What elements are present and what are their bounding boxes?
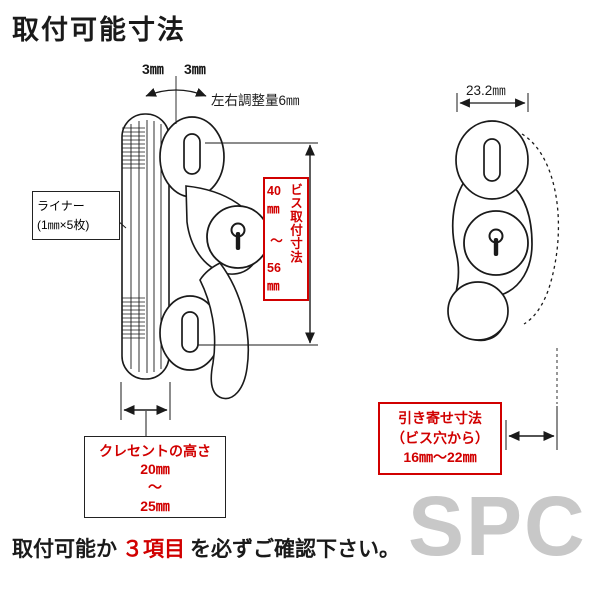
bottom-screw-slot [181, 311, 199, 353]
crescent-height-title: クレセントの高さ [99, 443, 211, 459]
pull-ticks [505, 406, 558, 450]
confirmation-note-prefix: 取付可能か [12, 538, 117, 561]
screw-pitch-values: 40㎜ 〜 56㎜ [265, 179, 286, 299]
crescent-height-max: 25㎜ [140, 497, 170, 514]
liner-strip [121, 113, 170, 380]
top-screw-slot [183, 133, 201, 175]
crescent-height-tilde: 〜 [148, 479, 162, 496]
top-screw-slot-front [483, 138, 501, 182]
pull-dimension-line2: （ビス穴から） [391, 429, 489, 446]
height-extension-lines [120, 382, 171, 420]
pull-dimension-box: 引き寄せ寸法 （ビス穴から） 16㎜〜22㎜ [378, 402, 502, 475]
swing-range-dashed-arc [521, 133, 560, 325]
screw-pitch-box: 40㎜ 〜 56㎜ ビス取付寸法 [263, 177, 309, 301]
knurl-top [122, 127, 145, 169]
knurl-bottom [122, 297, 145, 339]
screw-pitch-max: 56㎜ [267, 261, 281, 293]
liner-label-line1: ライナー [37, 199, 85, 213]
screw-pitch-tilde: 〜 [270, 233, 283, 248]
liner-label-line2: (1㎜×5枚) [37, 217, 90, 232]
adjust-right-dimension: 3㎜ [184, 61, 206, 77]
liner-label-box: ライナー (1㎜×5枚) [32, 191, 120, 241]
keyhole-icon [230, 222, 246, 250]
adjust-total-label: 左右調整量6㎜ [211, 93, 300, 108]
liner-plate-lines [130, 120, 162, 373]
width-ticks [456, 93, 529, 112]
side-view-drawing [109, 76, 318, 436]
page-title: 取付可能寸法 [12, 15, 186, 45]
lock-handle [199, 261, 250, 400]
pull-dimension-line3: 16㎜〜22㎜ [403, 449, 477, 466]
handle-knob-front [447, 281, 509, 341]
crescent-height-box: クレセントの高さ 20㎜ 〜 25㎜ [84, 436, 226, 518]
front-view-drawing [447, 93, 560, 450]
screw-pitch-label: ビス取付寸法 [288, 183, 302, 264]
screw-pitch-min: 40㎜ [267, 184, 281, 216]
front-width-dimension: 23.2㎜ [466, 83, 506, 98]
confirmation-note-suffix: を必ずご確認下さい。 [190, 538, 400, 561]
keyhole-icon-front [488, 228, 504, 256]
confirmation-note-highlight: ３項目 [122, 538, 185, 561]
crescent-height-min: 20㎜ [140, 461, 170, 478]
pull-dimension-line1: 引き寄せ寸法 [398, 410, 482, 426]
spc-watermark: SPC [408, 479, 587, 573]
adjust-left-dimension: 3㎜ [142, 61, 164, 77]
